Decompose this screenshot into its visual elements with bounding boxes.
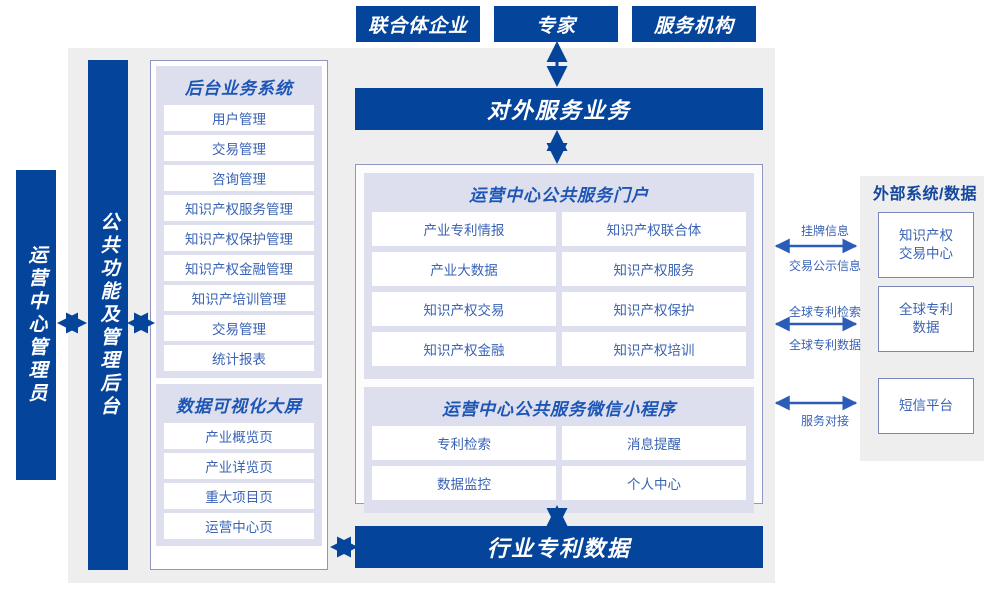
- section-wechat-miniprogram: 运营中心公共服务微信小程序 专利检索 消息提醒 数据监控 个人中心: [364, 387, 754, 513]
- miniprogram-item-grid: 专利检索 消息提醒 数据监控 个人中心: [372, 426, 746, 506]
- list-item[interactable]: 统计报表: [164, 345, 314, 371]
- list-item[interactable]: 用户管理: [164, 105, 314, 131]
- backend-panel: 后台业务系统 用户管理 交易管理 咨询管理 知识产权服务管理 知识产权保护管理 …: [150, 60, 328, 570]
- list-item[interactable]: 运营中心页: [164, 513, 314, 539]
- external-box-sms-platform[interactable]: 短信平台: [878, 378, 974, 434]
- section-public-service-portal: 运营中心公共服务门户 产业专利情报 知识产权联合体 产业大数据 知识产权服务 知…: [364, 173, 754, 379]
- portal-item-grid: 产业专利情报 知识产权联合体 产业大数据 知识产权服务 知识产权交易 知识产权保…: [372, 212, 746, 372]
- ext-line-1: 全球专利: [899, 301, 953, 317]
- ext-line-1: 短信平台: [899, 397, 953, 413]
- actor-box-service-org[interactable]: 服务机构: [632, 6, 756, 42]
- list-item[interactable]: 知识产权金融: [372, 332, 556, 366]
- list-item[interactable]: 交易管理: [164, 135, 314, 161]
- operator-role-bar[interactable]: 运营中心管理员: [16, 170, 56, 480]
- list-item[interactable]: 知识产权培训: [562, 332, 746, 366]
- list-item[interactable]: 知识产权服务: [562, 252, 746, 286]
- list-item[interactable]: 交易管理: [164, 315, 314, 341]
- list-item[interactable]: 产业大数据: [372, 252, 556, 286]
- actor-box-expert[interactable]: 专家: [494, 6, 618, 42]
- external-service-bar[interactable]: 对外服务业务: [355, 88, 763, 130]
- list-item[interactable]: 知识产权服务管理: [164, 195, 314, 221]
- list-item[interactable]: 知识产权金融管理: [164, 255, 314, 281]
- list-item[interactable]: 知识产权交易: [372, 292, 556, 326]
- section-title: 数据可视化大屏: [176, 397, 302, 416]
- list-item[interactable]: 产业详览页: [164, 453, 314, 479]
- actor-box-consortium[interactable]: 联合体企业: [356, 6, 480, 42]
- link-label-global-patent-search: 全球专利检索: [788, 305, 861, 319]
- list-item[interactable]: 产业概览页: [164, 423, 314, 449]
- link-label-listing-info: 挂牌信息: [800, 224, 849, 238]
- public-backend-bar[interactable]: 公共功能及管理后台: [88, 60, 128, 570]
- link-label-service-docking: 服务对接: [800, 414, 849, 428]
- ext-line-2: 数据: [912, 320, 940, 335]
- list-item[interactable]: 消息提醒: [562, 426, 746, 460]
- list-item[interactable]: 知识产权保护管理: [164, 225, 314, 251]
- external-box-global-patent-data[interactable]: 全球专利 数据: [878, 286, 974, 352]
- list-item[interactable]: 个人中心: [562, 466, 746, 500]
- list-item[interactable]: 专利检索: [372, 426, 556, 460]
- external-systems-title: 外部系统/数据: [873, 186, 977, 203]
- section-data-visualization: 数据可视化大屏 产业概览页 产业详览页 重大项目页 运营中心页: [156, 384, 322, 546]
- industry-patent-data-bar[interactable]: 行业专利数据: [355, 526, 763, 568]
- list-item[interactable]: 知识产培训管理: [164, 285, 314, 311]
- list-item[interactable]: 咨询管理: [164, 165, 314, 191]
- link-label-trade-public-info: 交易公示信息: [788, 259, 861, 273]
- section-title: 后台业务系统: [185, 79, 293, 98]
- list-item[interactable]: 知识产权联合体: [562, 212, 746, 246]
- ext-line-1: 知识产权: [899, 227, 953, 243]
- list-item[interactable]: 知识产权保护: [562, 292, 746, 326]
- platform-container: 公共功能及管理后台 后台业务系统 用户管理 交易管理 咨询管理 知识产权服务管理…: [68, 48, 775, 583]
- section-backend-business: 后台业务系统 用户管理 交易管理 咨询管理 知识产权服务管理 知识产权保护管理 …: [156, 66, 322, 378]
- list-item[interactable]: 数据监控: [372, 466, 556, 500]
- portal-container: 运营中心公共服务门户 产业专利情报 知识产权联合体 产业大数据 知识产权服务 知…: [355, 164, 763, 513]
- external-box-ip-trading-center[interactable]: 知识产权 交易中心: [878, 212, 974, 278]
- ext-line-2: 交易中心: [899, 246, 953, 261]
- list-item[interactable]: 重大项目页: [164, 483, 314, 509]
- link-label-global-patent-data: 全球专利数据: [788, 338, 861, 352]
- section-title: 运营中心公共服务微信小程序: [442, 400, 676, 419]
- list-item[interactable]: 产业专利情报: [372, 212, 556, 246]
- section-title: 运营中心公共服务门户: [469, 186, 649, 205]
